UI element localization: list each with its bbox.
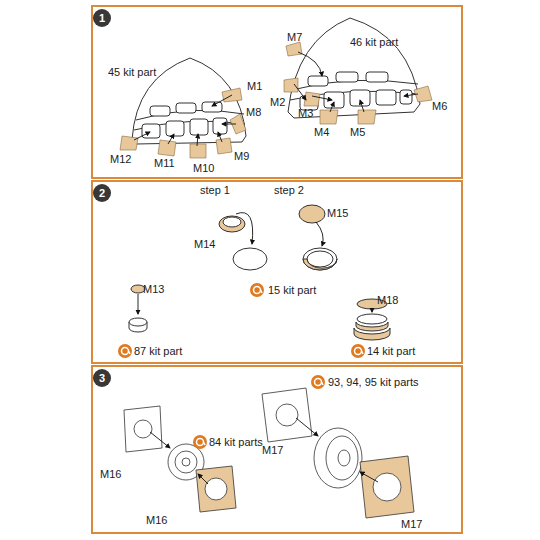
step-number: 3 [93,369,111,387]
part-label: M11 [154,157,175,170]
part-label: M2 [270,96,285,109]
part-label: M6 [432,100,447,113]
step-number: 2 [93,184,111,202]
part-label: step 1 [200,184,230,197]
part-label: 14 kit part [367,345,415,358]
part-label: 15 kit part [268,284,316,297]
step-number: 1 [93,9,111,27]
part-label: M16 [146,514,167,527]
part-label: 84 kit parts [209,436,263,449]
step-number-text: 2 [99,187,105,199]
part-label: M9 [234,150,249,163]
part-label: M15 [327,207,348,220]
part-label: M10 [193,162,214,175]
part-label: M4 [314,126,329,139]
part-label: M14 [194,238,215,251]
part-label: M17 [262,444,283,457]
step-number-text: 3 [99,372,105,384]
part-label: M17 [401,518,422,531]
step-number-text: 1 [99,12,105,24]
part-label: M18 [377,294,398,307]
part-label: 93, 94, 95 kit parts [328,376,419,389]
part-label: M7 [287,31,302,44]
part-label: M12 [110,153,131,166]
part-label: 87 kit part [134,345,182,358]
part-label: M3 [298,107,313,120]
part-label: step 2 [274,184,304,197]
part-label: M16 [100,468,121,481]
part-label: M13 [143,283,164,296]
part-label: M8 [246,106,261,119]
part-label: M1 [247,80,262,93]
part-label: 45 kit part [108,66,156,79]
part-label: M5 [350,126,365,139]
part-label: 46 kit part [350,36,398,49]
